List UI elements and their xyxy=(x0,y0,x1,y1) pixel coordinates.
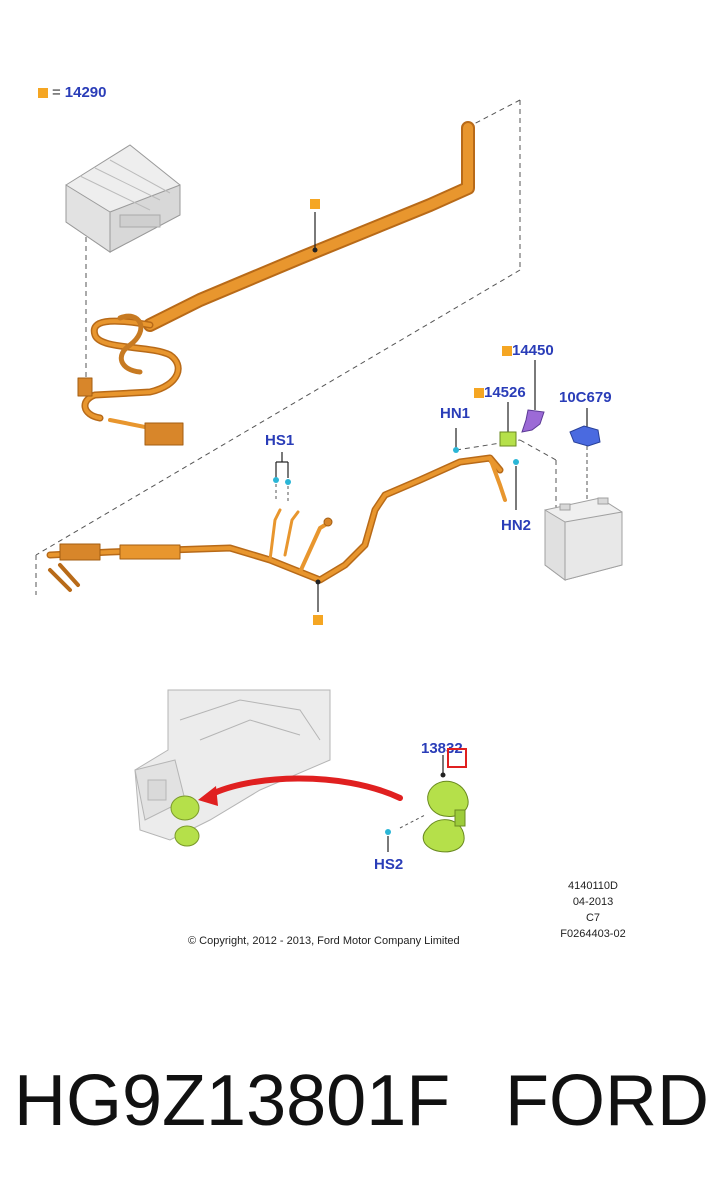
horn-13832 xyxy=(422,780,469,853)
wiring-diagram xyxy=(35,99,623,853)
drawing-revision: C7 xyxy=(585,912,601,924)
hs1-fastener-right xyxy=(285,479,291,485)
caption: HG9Z13801F FORD xyxy=(0,1060,708,1160)
drawing-number: 4140110D xyxy=(568,880,618,892)
callout-hn2: HN2 xyxy=(501,517,532,534)
callout-14450: 14450 xyxy=(502,342,554,359)
battery xyxy=(544,497,623,581)
marker-square xyxy=(474,388,484,398)
hs1-fastener-left xyxy=(273,477,279,483)
callout-marker-upper xyxy=(310,199,320,209)
clamp-10C679 xyxy=(569,425,601,447)
callout-14450-label: 14450 xyxy=(512,342,554,359)
figure-number: F0264403-02 xyxy=(560,928,626,940)
location-arrow xyxy=(198,775,403,806)
callout-hs1: HS1 xyxy=(265,432,295,449)
drawing-metadata: 4140110D 04-2013 C7 F0264403-02 xyxy=(548,878,638,942)
hs2-fastener xyxy=(385,829,391,835)
legend-part-number: 14290 xyxy=(64,84,107,101)
drawing-date: 04-2013 xyxy=(572,896,614,908)
dashed-frame-upper xyxy=(35,99,521,595)
callout-10C679: 10C679 xyxy=(559,389,612,406)
upper-harness xyxy=(77,121,475,446)
front-frame-detail xyxy=(134,689,331,841)
marker-square xyxy=(502,346,512,356)
dashed-frame-lower xyxy=(455,439,557,510)
callout-marker-lower xyxy=(313,615,323,625)
callout-13832: 13832 xyxy=(421,740,463,757)
part-number-caption: HG9Z13801F xyxy=(14,1061,451,1141)
terminal-14450 xyxy=(521,409,545,433)
legend: =14290 xyxy=(38,84,106,101)
legend-equals: = xyxy=(52,84,61,101)
lower-harness xyxy=(46,454,507,592)
installed-horn xyxy=(170,795,200,847)
callout-hs2: HS2 xyxy=(374,856,404,873)
callout-hn1: HN1 xyxy=(440,405,471,422)
legend-marker-square xyxy=(38,88,48,98)
copyright-notice: © Copyright, 2012 - 2013, Ford Motor Com… xyxy=(188,935,460,947)
brand-caption: FORD xyxy=(505,1061,708,1141)
inverter-module xyxy=(65,144,181,253)
hs1-leader xyxy=(275,452,289,478)
callout-14526: 14526 xyxy=(474,384,526,401)
connector-14526 xyxy=(499,431,517,447)
highlight-box xyxy=(447,748,467,768)
hn2-fastener xyxy=(513,459,519,465)
callout-14526-label: 14526 xyxy=(484,384,526,401)
hn1-fastener xyxy=(453,447,459,453)
